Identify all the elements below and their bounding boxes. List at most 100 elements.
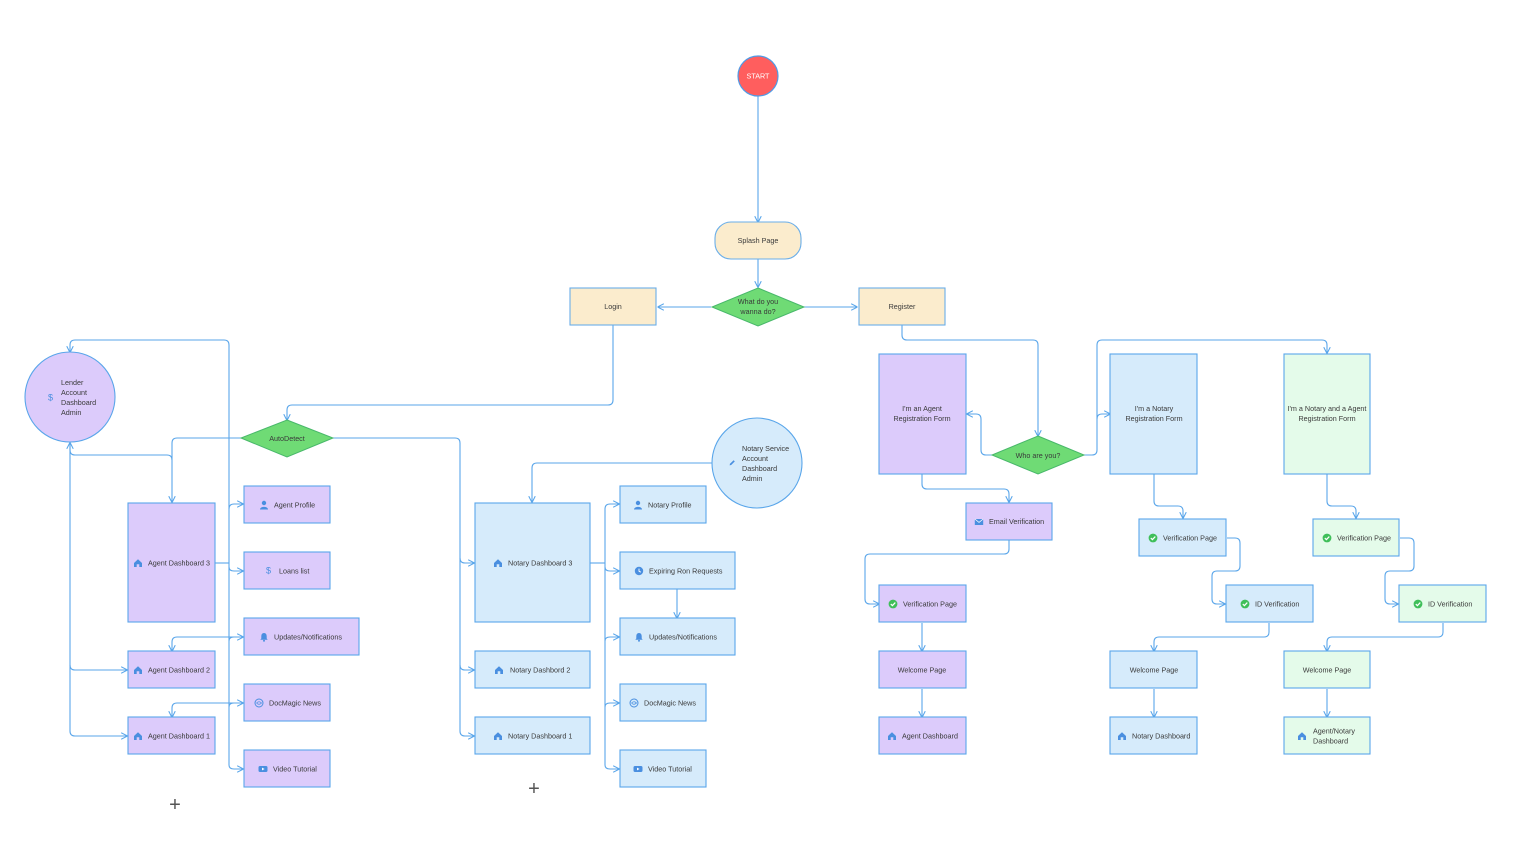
edge-notaryver-id (1211, 537, 1241, 604)
node-lender-admin[interactable]: Lender Account Dashboard Admin (24, 351, 116, 443)
lender-line3: Dashboard (61, 398, 96, 407)
edge-agentreg-email (921, 474, 1009, 502)
login-label: Login (604, 302, 622, 311)
node-agent-updates[interactable]: Updates/Notifications (243, 617, 360, 656)
edge-autodetect-lender (70, 339, 230, 438)
edge-notary-trunk-3 (459, 557, 474, 563)
edge-agent-trunk (228, 438, 243, 769)
both-welcome-label: Welcome Page (1303, 666, 1352, 675)
node-autodetect[interactable]: AutoDetect (239, 419, 335, 458)
add-agent-node-plus[interactable]: + (169, 794, 181, 816)
agent-dashboard-3-label: Agent Dashboard 3 (148, 559, 210, 568)
edge-autodetect-notary (333, 437, 474, 736)
node-both-registration[interactable]: I'm a Notary and a Agent Registration Fo… (1283, 353, 1371, 475)
both-id-label: ID Verification (1428, 600, 1472, 609)
node-expiring-ron-requests[interactable]: Expiring Ron Requests (619, 551, 736, 590)
node-start[interactable]: START (737, 55, 779, 97)
edge-trunk-expiring (604, 566, 619, 571)
edge-updates-agent2 (172, 636, 243, 651)
node-notary-id-verification[interactable]: ID Verification (1225, 584, 1314, 623)
node-agent-dashboard[interactable]: Agent Dashboard (878, 716, 967, 755)
agent-welcome-label: Welcome Page (898, 666, 947, 675)
notary-dashboard-2-label: Notary Dashbord 2 (510, 666, 570, 675)
check-icon (1240, 599, 1250, 609)
node-login[interactable]: Login (569, 287, 657, 326)
agent-video-label: Video Tutorial (273, 765, 317, 774)
agent-reg-line2: Registration Form (893, 414, 950, 423)
notary-service-line3: Dashboard (742, 464, 777, 473)
edge-trunk-agent-profile (228, 504, 243, 510)
node-notary-news[interactable]: DocMagic News (619, 683, 707, 722)
edge-bothreg-ver (1326, 474, 1356, 518)
edge-trunk-notary-news (604, 703, 619, 708)
node-register[interactable]: Register (858, 287, 946, 326)
node-agent-dashboard-3[interactable]: Agent Dashboard 3 (127, 502, 216, 623)
node-agent-registration[interactable]: I'm an Agent Registration Form (878, 353, 967, 475)
autodetect-label: AutoDetect (269, 434, 305, 443)
edge-trunk-agent-news (228, 703, 243, 708)
edge-notaryid-welcome (1154, 623, 1270, 651)
node-notary-updates[interactable]: Updates/Notifications (619, 617, 736, 656)
edge-news-agent1 (172, 702, 243, 717)
node-notary-dashboard-1[interactable]: Notary Dashboard 1 (474, 716, 591, 755)
dollar-icon (265, 566, 272, 575)
node-who-are-you[interactable]: Who are you? (990, 435, 1086, 475)
node-both-dashboard[interactable]: Agent/Notary Dashboard (1283, 716, 1371, 755)
both-dashboard-line1: Agent/Notary (1313, 727, 1355, 736)
node-notary-dashboard-2[interactable]: Notary Dashbord 2 (474, 650, 591, 689)
node-agent-verification[interactable]: Verification Page (878, 584, 967, 623)
agent-reg-line1: I'm an Agent (902, 404, 942, 413)
edge-trunk-notary-updates (604, 637, 619, 642)
email-verification-label: Email Verification (989, 517, 1044, 526)
agent-dashboard-label: Agent Dashboard (902, 732, 958, 741)
lender-line4: Admin (61, 408, 81, 417)
node-notary-dashboard[interactable]: Notary Dashboard (1109, 716, 1198, 755)
edge-who-agent-reg (967, 414, 992, 456)
node-agent-dashboard-2[interactable]: Agent Dashboard 2 (127, 650, 216, 689)
node-email-verification[interactable]: Email Verification (965, 502, 1053, 541)
edge-lender-agent2 (69, 445, 127, 670)
node-both-welcome[interactable]: Welcome Page (1283, 650, 1371, 689)
edge-service-notary3 (532, 462, 712, 502)
agent-updates-label: Updates/Notifications (274, 633, 342, 642)
node-notary-dashboard-3[interactable]: Notary Dashboard 3 (474, 502, 591, 623)
notary-verification-label: Verification Page (1163, 534, 1217, 543)
notary-profile-label: Notary Profile (648, 501, 692, 510)
notary-dashboard-1-label: Notary Dashboard 1 (508, 732, 572, 741)
edge-notaryreg-ver (1153, 474, 1183, 518)
register-label: Register (889, 302, 916, 311)
node-notary-verification[interactable]: Verification Page (1138, 518, 1227, 557)
node-splash-page[interactable]: Splash Page (714, 221, 802, 260)
node-agent-welcome[interactable]: Welcome Page (878, 650, 967, 689)
node-agent-video[interactable]: Video Tutorial (243, 749, 331, 788)
node-notary-service-admin[interactable]: Notary Service Account Dashboard Admin (711, 417, 803, 509)
start-label: START (747, 72, 771, 81)
node-both-verification[interactable]: Verification Page (1312, 518, 1400, 557)
clock-icon (634, 566, 644, 576)
loans-list-label: Loans list (279, 567, 309, 576)
notary-service-line4: Admin (742, 474, 762, 483)
node-notary-registration[interactable]: I'm a Notary Registration Form (1109, 353, 1198, 475)
node-both-id-verification[interactable]: ID Verification (1398, 584, 1487, 623)
both-verification-label: Verification Page (1337, 534, 1391, 543)
node-loans-list[interactable]: Loans list (243, 551, 331, 590)
notary-video-label: Video Tutorial (648, 765, 692, 774)
node-notary-video[interactable]: Video Tutorial (619, 749, 707, 788)
add-notary-node-plus[interactable]: + (528, 778, 540, 800)
node-notary-welcome[interactable]: Welcome Page (1109, 650, 1198, 689)
edge-who-notary-reg (1084, 414, 1110, 456)
edge-notary-trunk (604, 509, 619, 769)
edge-register-who (901, 325, 1038, 436)
edge-lender-agent1 (69, 665, 127, 736)
node-notary-profile[interactable]: Notary Profile (619, 485, 707, 524)
notary-service-line2: Account (742, 454, 768, 463)
notary-welcome-label: Welcome Page (1130, 666, 1179, 675)
node-agent-profile[interactable]: Agent Profile (243, 485, 331, 524)
node-agent-dashboard-1[interactable]: Agent Dashboard 1 (127, 716, 216, 755)
agent-verification-label: Verification Page (903, 600, 957, 609)
node-decision-what[interactable]: What do you wanna do? (710, 287, 806, 327)
who-label: Who are you? (1016, 451, 1061, 460)
node-agent-news[interactable]: DocMagic News (243, 683, 331, 722)
edge-bothid-welcome (1327, 623, 1444, 651)
